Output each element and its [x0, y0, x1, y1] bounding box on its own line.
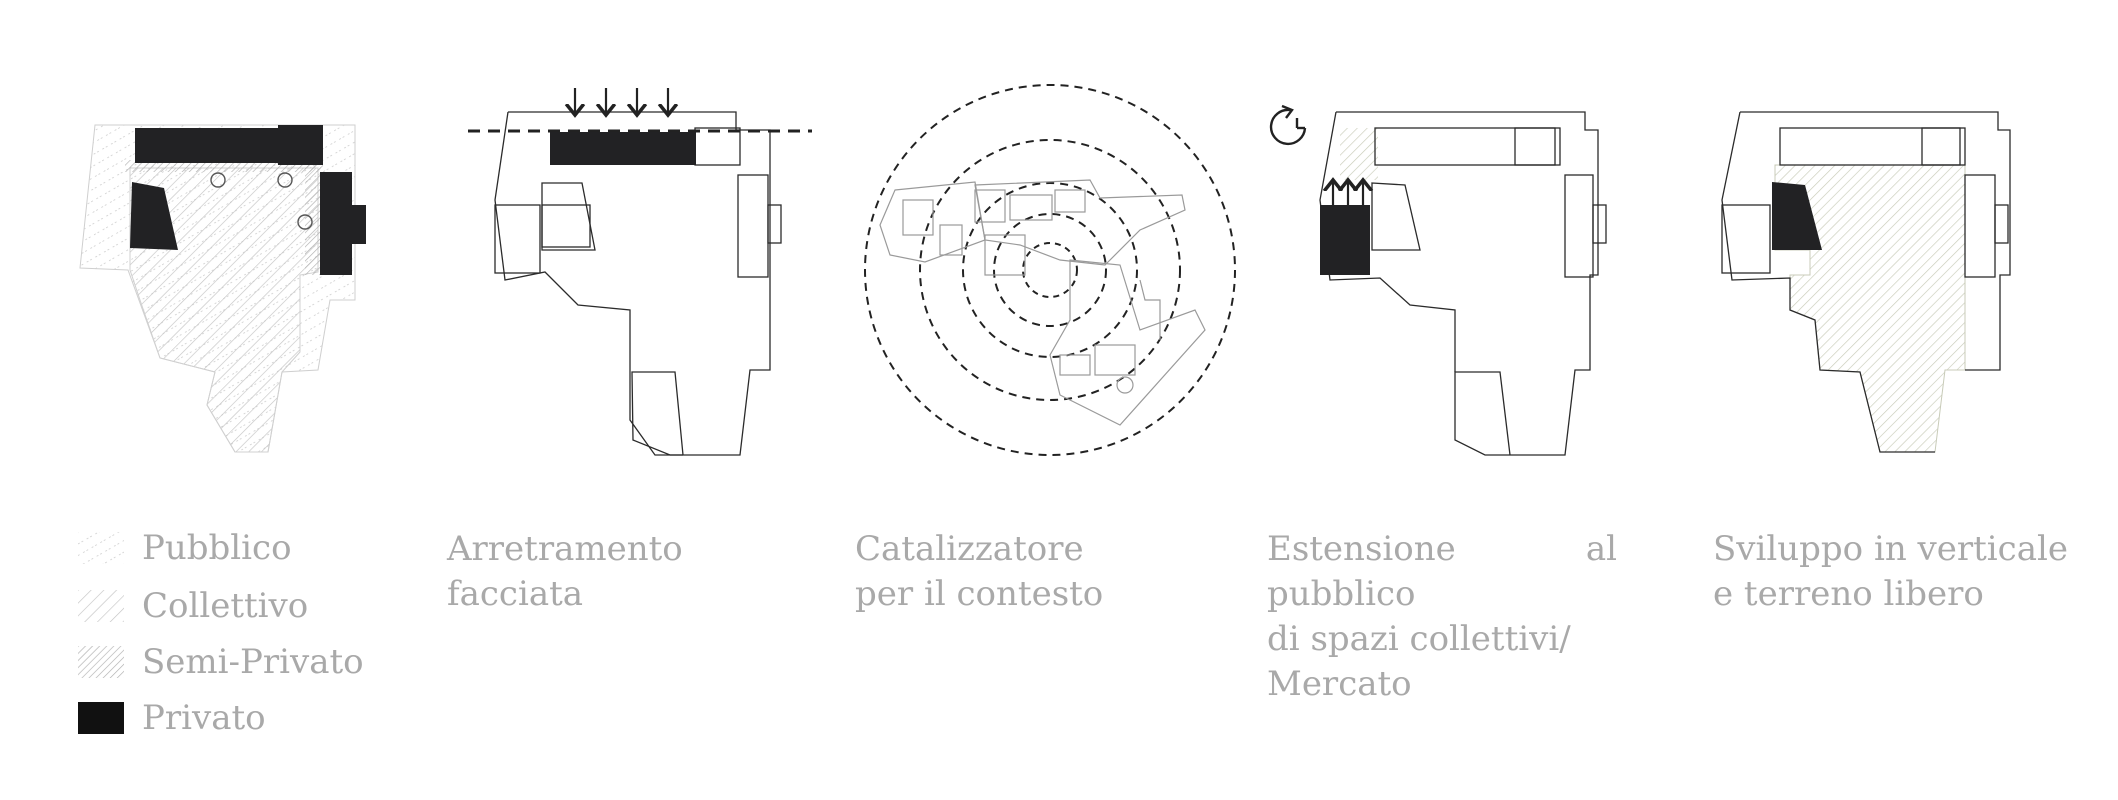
- caption-line: Estensione al pubblico: [1267, 529, 1617, 614]
- context-buildings: [879, 179, 1206, 426]
- caption-sviluppo: Sviluppo in verticale e terreno libero: [1713, 527, 2068, 617]
- caption-estensione: Estensione al pubblico di spazi colletti…: [1267, 527, 1617, 707]
- arrow-up-icon: [1333, 180, 1363, 205]
- caption-arretramento: Arretramento facciata: [447, 527, 683, 617]
- semi-private-extension: [1340, 128, 1378, 180]
- private-facade-block: [550, 132, 696, 165]
- influence-ring-4: [864, 84, 1236, 456]
- plan-estensione: [1269, 104, 1607, 456]
- legend-label: Pubblico: [142, 528, 292, 568]
- semi-privato-swatch: [78, 646, 124, 678]
- legend-label: Privato: [142, 698, 266, 738]
- site-outline-left: [1319, 111, 1456, 372]
- caption-line: e terreno libero: [1713, 574, 1984, 614]
- private-block-right: [320, 172, 366, 275]
- caption-line: Sviluppo in verticale: [1713, 529, 2068, 569]
- caption-line: Mercato: [1267, 664, 1412, 704]
- private-block-left: [130, 182, 178, 250]
- influence-ring-1: [993, 213, 1107, 327]
- privato-swatch: [78, 702, 124, 734]
- building-top-right: [1514, 127, 1561, 166]
- plan-sviluppo: [1721, 111, 2011, 453]
- site-outline-left: [1721, 111, 1935, 453]
- site-outline-bottom: [629, 372, 683, 456]
- arrow-down-icon: [575, 88, 668, 115]
- legend-item-semi-privato: Semi-Privato: [78, 642, 364, 682]
- building-right-tab: [1994, 204, 2009, 244]
- legend-item-privato: Privato: [78, 698, 266, 738]
- site-outline-left: [494, 111, 631, 372]
- building-right-tab: [767, 204, 782, 244]
- semi-private-column: [305, 160, 321, 275]
- site-outline: [1336, 111, 1599, 456]
- plan-legend: [79, 124, 366, 453]
- influence-ring-core: [1022, 242, 1078, 298]
- plan-catalizzatore: [864, 84, 1236, 456]
- collettivo-swatch: [78, 590, 124, 622]
- building-right: [1564, 174, 1594, 278]
- building-left: [1721, 204, 1771, 274]
- building-left-c: [541, 182, 596, 251]
- building-left-a: [494, 204, 541, 274]
- pubblico-swatch: [78, 532, 124, 564]
- building-right: [1964, 174, 1996, 278]
- building-left: [1371, 182, 1421, 251]
- private-market-block: [1320, 205, 1370, 275]
- column-marker: [297, 214, 313, 230]
- legend-item-pubblico: Pubblico: [78, 528, 292, 568]
- building-top-right: [1921, 127, 1966, 166]
- column-marker: [210, 172, 226, 188]
- clock-rotate-icon: [1269, 104, 1307, 146]
- private-vertical-block: [1772, 182, 1822, 250]
- caption-line: Catalizzatore: [855, 529, 1084, 569]
- plan-arretramento: [468, 88, 812, 456]
- building-top-right: [694, 127, 741, 166]
- caption-line: per il contesto: [855, 574, 1104, 614]
- column-marker: [277, 172, 293, 188]
- caption-catalizzatore: Catalizzatore per il contesto: [855, 527, 1103, 617]
- building-top: [1374, 127, 1556, 166]
- influence-ring-2: [962, 182, 1138, 358]
- building-right-tab: [1592, 204, 1607, 244]
- building-right: [737, 174, 769, 278]
- building-top: [1779, 127, 1961, 166]
- legend-item-collettivo: Collettivo: [78, 586, 308, 626]
- legend-label: Semi-Privato: [142, 642, 364, 682]
- caption-line: Arretramento: [447, 529, 683, 569]
- influence-ring-3: [919, 139, 1181, 401]
- caption-line: facciata: [447, 574, 584, 614]
- caption-line: di spazi collettivi/: [1267, 619, 1571, 659]
- building-left-b: [541, 204, 591, 248]
- private-block-top-right: [278, 125, 323, 165]
- legend-label: Collettivo: [142, 586, 309, 626]
- site-outline: [1740, 111, 2011, 371]
